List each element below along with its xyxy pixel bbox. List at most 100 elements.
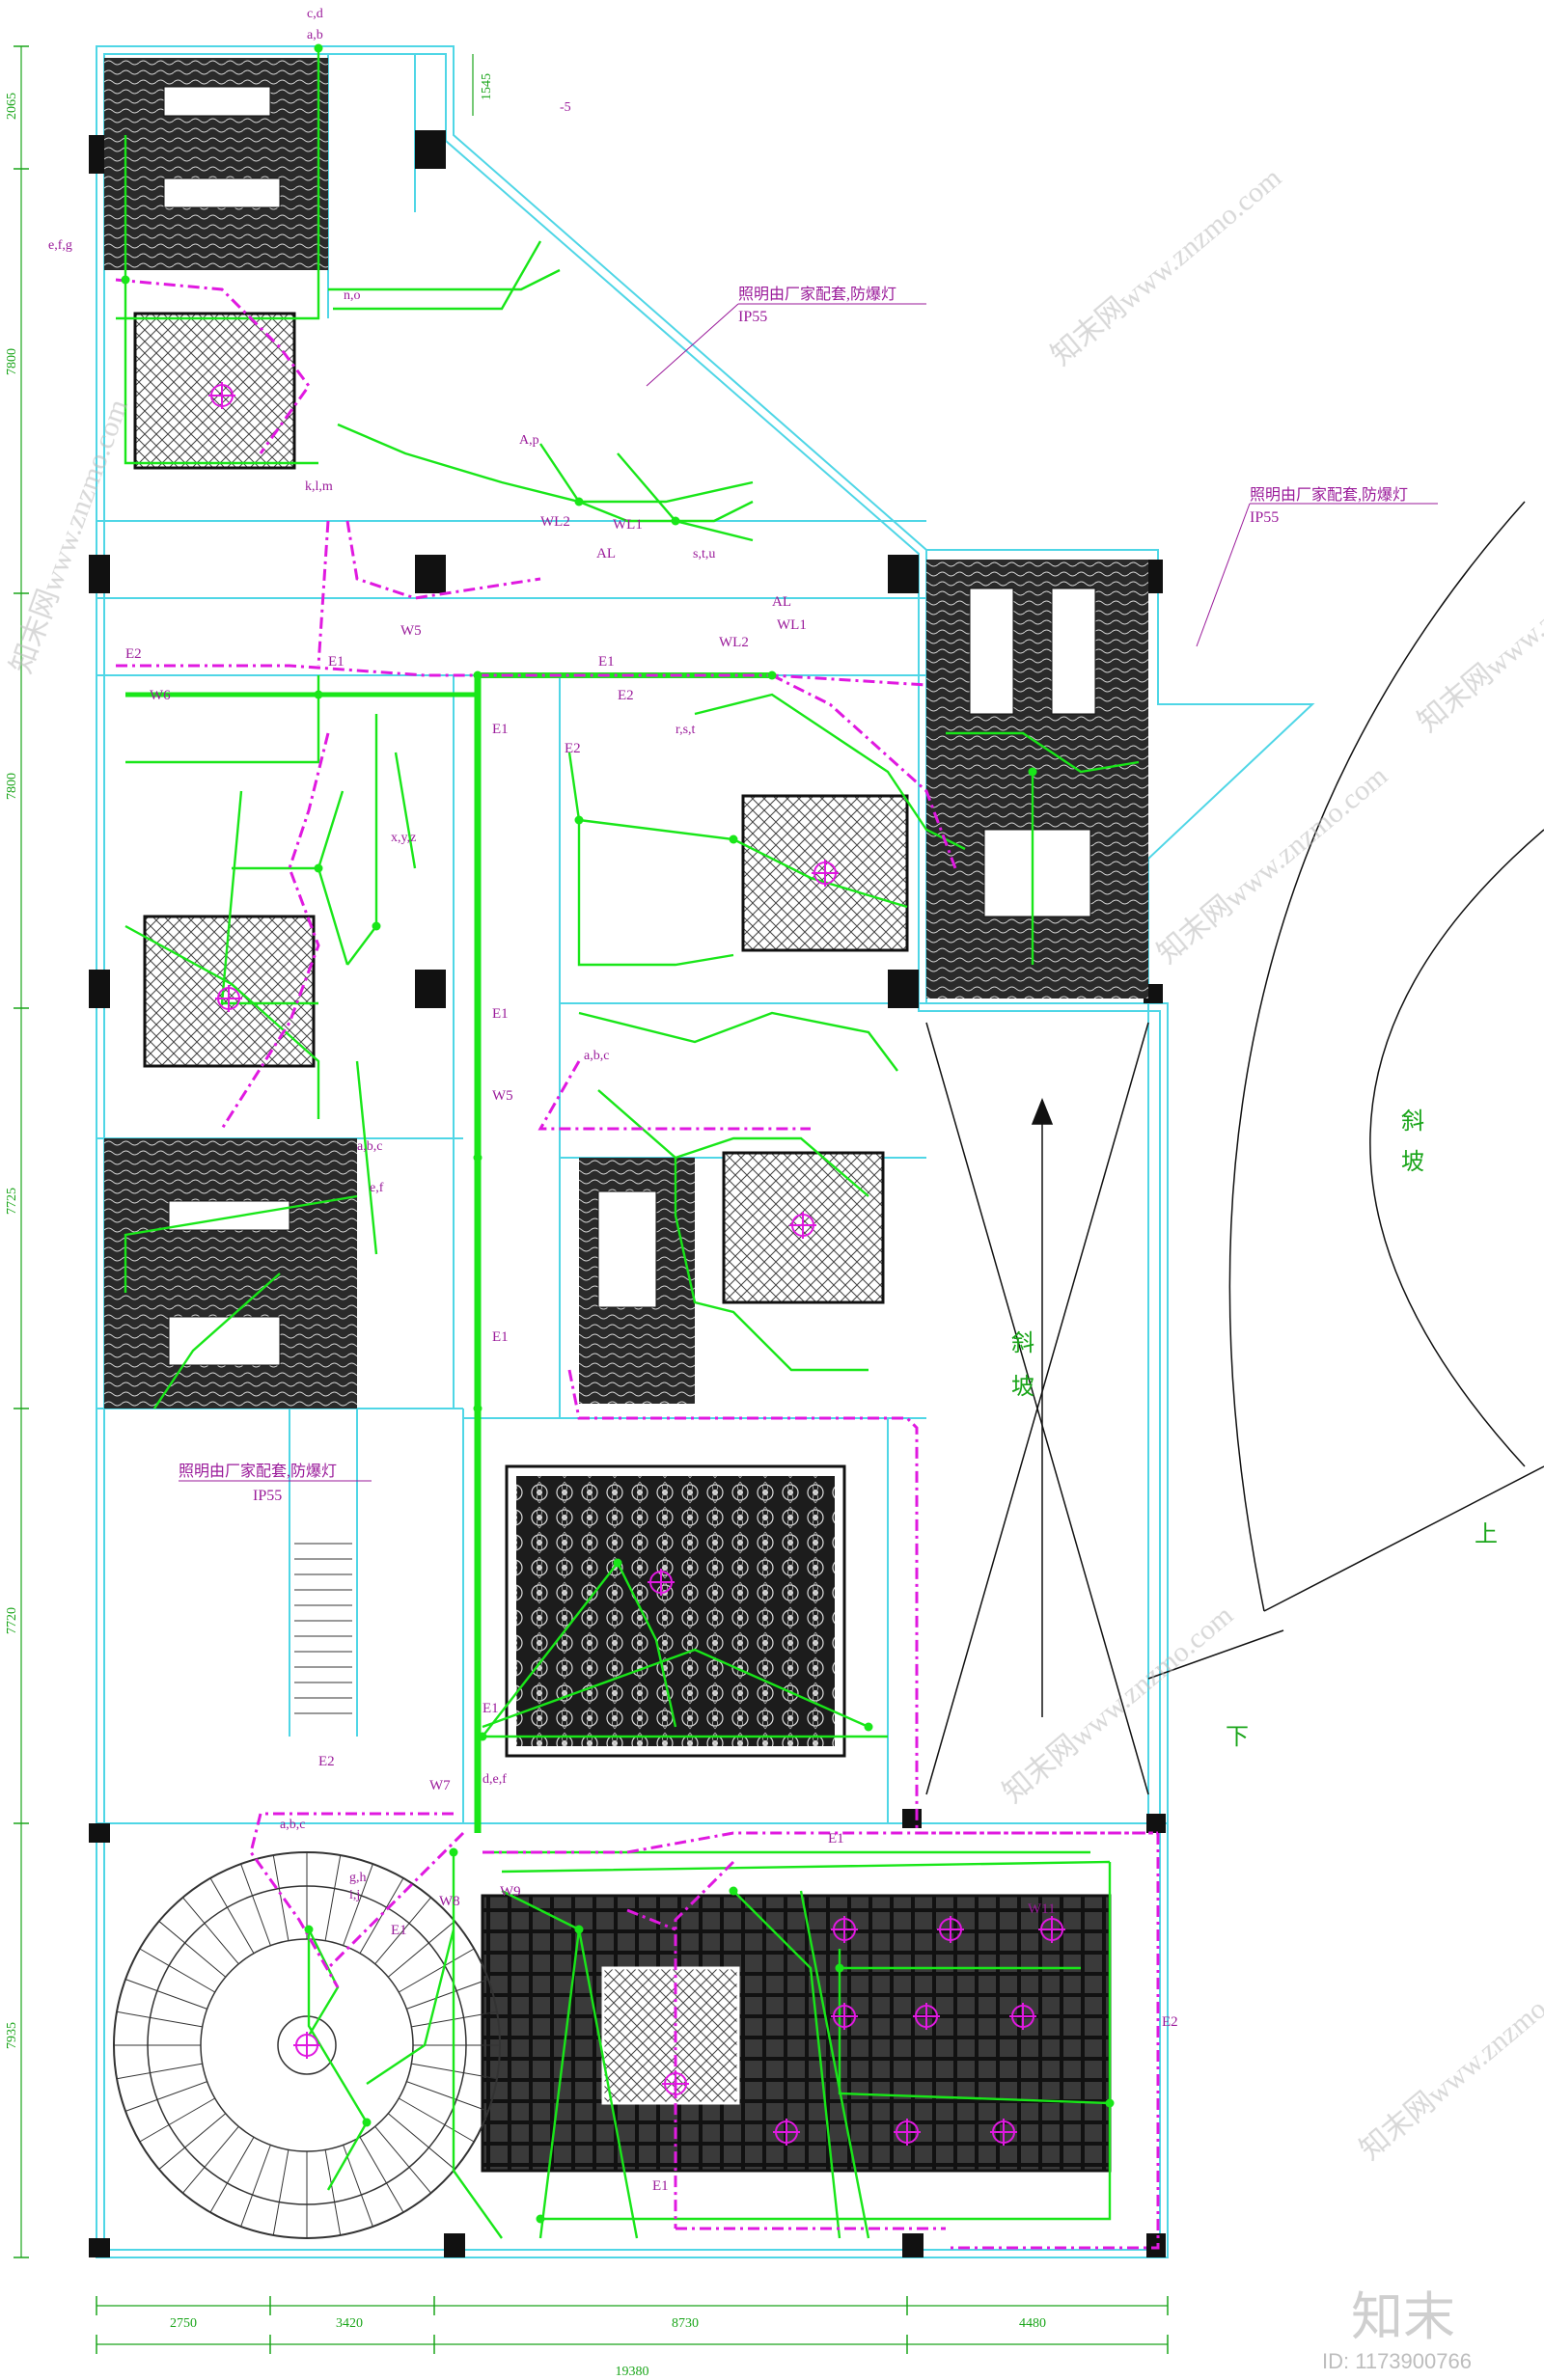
wire-junctions [121, 43, 1115, 2224]
stair-tread [387, 1921, 455, 1978]
circuit-w1-2: WL1 [777, 617, 807, 633]
junction-dot [574, 497, 584, 506]
junction-dot [835, 1963, 844, 1973]
fixture-symbol [1009, 2003, 1036, 2030]
tag-ij: i,j [349, 1888, 360, 1902]
stair-tread [116, 2011, 203, 2028]
junction-dot [314, 43, 323, 53]
dim-left-2: 7800 [5, 348, 19, 375]
fixture-symbol [937, 1916, 964, 1943]
stair-tread [406, 2081, 489, 2112]
circuit-w2-2: WL2 [719, 635, 749, 650]
dim-bottom-3: 8730 [672, 2316, 699, 2331]
junction-dot [574, 815, 584, 825]
junction-dot [864, 1722, 873, 1732]
dim-left-1: 2065 [5, 93, 19, 120]
watermark-4: 知末网www.znzmo.com [1354, 1956, 1544, 2166]
junction-dot [536, 2214, 545, 2224]
tag-efg: e,f,g [48, 238, 72, 253]
stair-tread [343, 2145, 373, 2228]
stair-tread [359, 2137, 404, 2213]
tag-cd: c,d [307, 7, 323, 21]
tag-klm: k,l,m [305, 479, 333, 494]
tag-ab: a,b [307, 28, 323, 42]
stair-tread [324, 2149, 342, 2236]
junction-dot [314, 863, 323, 873]
circuit-e2-low: E2 [318, 1754, 335, 1769]
note-lighting-right: 照明由厂家配套,防爆灯 [1250, 485, 1408, 504]
ramp-labels: 斜 坡 斜 坡 上 下 [1011, 1108, 1498, 1750]
junction-dot [372, 921, 381, 931]
emergency-wiring [115, 278, 1160, 2250]
stair-tread [399, 2097, 475, 2143]
fixture-symbol [812, 860, 839, 887]
tag-abc-2: a,b,c [584, 1049, 609, 1063]
junction-dot [767, 670, 777, 680]
watermark-3: 知末网www.znzmo.com [997, 1599, 1239, 1809]
tag-abc: a,b,c [357, 1139, 382, 1154]
tag-ap: A,p [519, 433, 539, 448]
circuit-w1: WL1 [613, 517, 643, 533]
junction-dot [729, 1886, 738, 1896]
circuit-e1-c: E1 [492, 722, 509, 737]
note-lighting-left: 照明由厂家配套,防爆灯 [179, 1462, 337, 1480]
circuit-e2-left: E2 [125, 646, 142, 662]
ramp-label-center-2: 坡 [1011, 1374, 1034, 1400]
dim-bottom-4: 4480 [1019, 2316, 1046, 2331]
circuit-w2: WL2 [540, 514, 570, 530]
junction-dot [574, 1925, 584, 1934]
circuit-e2-c: E2 [565, 741, 581, 756]
watermark-id: ID: 1173900766 [1322, 2349, 1472, 2373]
light-fixtures [208, 382, 1065, 2146]
stair-tread [158, 2113, 227, 2170]
note-ip-top: IP55 [738, 309, 767, 325]
note-left: 照明由厂家配套,防爆灯 IP55 [179, 1462, 372, 1504]
tag-xyz: x,y,z [391, 831, 416, 845]
junction-dot [473, 1153, 482, 1163]
circuit-e1-d: E1 [492, 1006, 509, 1022]
fixture-symbol [831, 1916, 858, 1943]
circuit-e1-b: E1 [598, 654, 615, 670]
note-ip-right: IP55 [1250, 509, 1279, 526]
tag-ghij: g,h [349, 1871, 367, 1885]
junction-dot [478, 1732, 487, 1741]
fixture-notes: 照明由厂家配套,防爆灯 IP55 照明由厂家配套,防爆灯 IP55 照明由厂家配… [179, 285, 1438, 1504]
watermark-6: 知末网www.znzmo.com [6, 396, 135, 678]
circuit-w5-2: W5 [492, 1088, 513, 1104]
stair-tread [182, 2125, 239, 2194]
fixture-tags: c,d a,b e,f,g n,o k,l,m A,p s,t,u r,s,t … [48, 7, 715, 1902]
fixture-symbol [215, 985, 242, 1012]
note-ip-left: IP55 [253, 1488, 282, 1504]
tag-minus5: -5 [560, 100, 571, 115]
circuit-w7: W7 [429, 1778, 451, 1793]
circuit-e1-a: E1 [328, 654, 345, 670]
dim-top: 1545 [480, 73, 494, 100]
junction-dot [613, 1558, 622, 1568]
dim-left-3: 7800 [5, 773, 19, 800]
watermark-logo: 知末 [1351, 2288, 1455, 2346]
stair-tread [406, 1979, 489, 2010]
stair-tread [399, 1948, 475, 1993]
tag-abc-3: a,b,c [280, 1818, 305, 1832]
stair-tread [359, 1877, 404, 1954]
dim-left-6: 7935 [5, 2022, 19, 2049]
circuit-w11: W11 [1028, 1901, 1056, 1917]
fixture-symbol [831, 2003, 858, 2030]
stair-tread [387, 2113, 455, 2170]
fixture-symbol [990, 2119, 1017, 2146]
fixture-symbol [773, 2119, 800, 2146]
circuit-e2-right: E2 [1162, 2014, 1178, 2030]
dimension-texts: 2065 7800 7800 7725 7720 7935 1545 2750 … [5, 73, 1046, 2379]
junction-dot [121, 275, 130, 285]
fixture-symbol [648, 1569, 675, 1596]
tag-no: n,o [344, 288, 361, 303]
dim-left-4: 7725 [5, 1188, 19, 1215]
junction-dot [473, 670, 482, 680]
fixture-symbol [662, 2070, 689, 2097]
fixture-symbol [913, 2003, 940, 2030]
stair-tread [240, 1863, 271, 1946]
junction-dot [729, 834, 738, 844]
stair-tread [124, 1979, 207, 2010]
circuit-w9: W9 [500, 1884, 521, 1900]
junction-dot [304, 1925, 314, 1934]
